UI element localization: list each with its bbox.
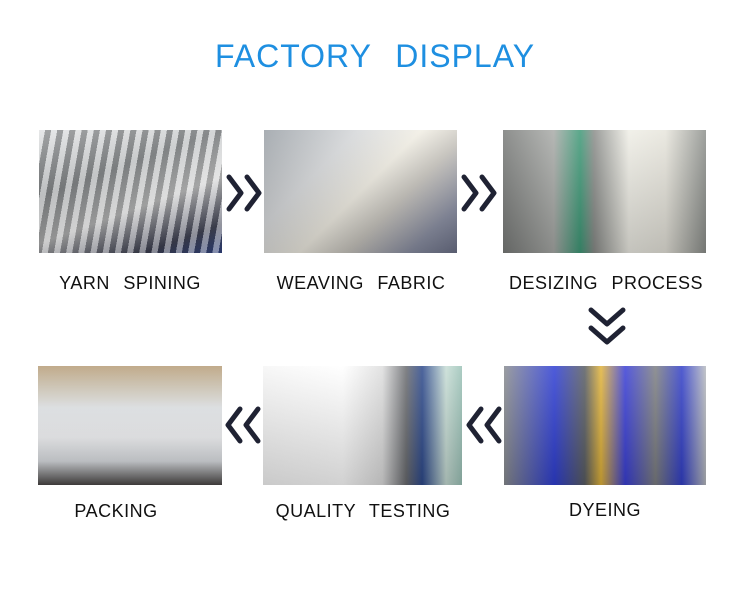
- step-label-dyeing: DYEING: [568, 500, 641, 520]
- dyeing-photo: [504, 366, 706, 485]
- double-chevron-right-icon: [460, 173, 500, 213]
- desizing-process-photo: [503, 130, 706, 253]
- double-chevron-left-icon: [463, 405, 503, 445]
- page-title: FACTORY DISPLAY: [214, 38, 536, 74]
- step-label-quality-testing: QUALITY TESTING: [275, 501, 451, 521]
- step-label-desizing-process: DESIZING PROCESS: [508, 273, 704, 293]
- quality-testing-photo: [263, 366, 462, 485]
- step-label-packing: PACKING: [74, 501, 158, 521]
- double-chevron-right-icon: [225, 173, 265, 213]
- step-label-weaving-fabric: WEAVING FABRIC: [276, 273, 446, 293]
- packing-photo: [38, 366, 222, 485]
- double-chevron-down-icon: [587, 306, 627, 350]
- yarn-spinning-photo: [39, 130, 222, 253]
- double-chevron-left-icon: [222, 405, 262, 445]
- weaving-fabric-photo: [264, 130, 457, 253]
- step-label-yarn-spining: YARN SPINING: [59, 273, 201, 293]
